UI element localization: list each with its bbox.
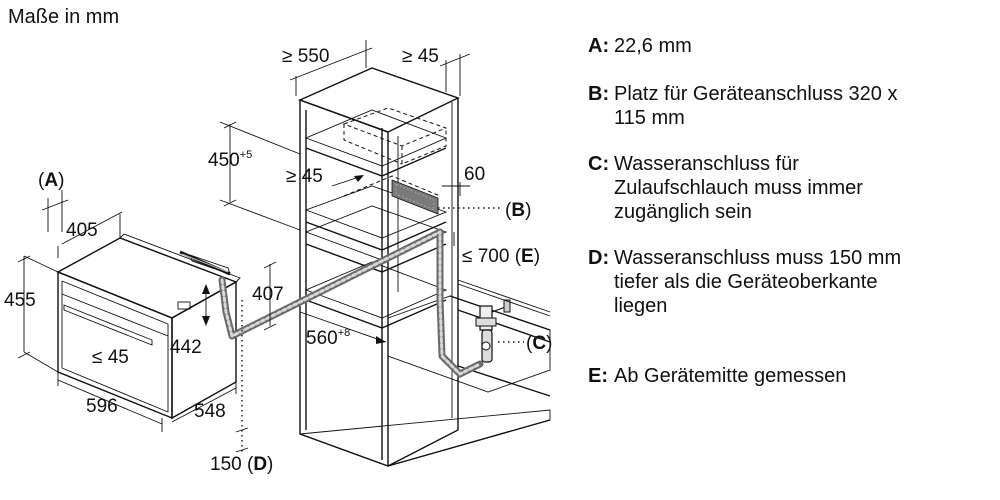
dim-cabinet-rear-gap: ≥ 45 (402, 46, 439, 67)
dim-marker-b: (B) (505, 200, 531, 221)
dim-center-distance: ≤ 700 (E) (462, 246, 540, 267)
dim-oven-inner-height: 442 (170, 337, 202, 358)
dim-cabinet-depth: ≥ 550 (282, 46, 329, 67)
dim-oven-height: 455 (4, 290, 36, 311)
legend-entry: E: Ab Gerätemitte gemessen (588, 364, 988, 388)
dim-below-edge: 150 (D) (210, 454, 273, 475)
dim-oven-body-depth: 548 (194, 401, 226, 422)
oven-appliance (56, 233, 241, 420)
dim-shelf-gap: ≥ 45 (286, 166, 323, 187)
legend-key (588, 270, 614, 294)
dim-marker-c: (C) (526, 333, 552, 354)
legend-text: Platz für Geräteanschluss 320 x (614, 83, 898, 105)
legend-key (588, 294, 614, 318)
dim-lower-zone: 560+8 (306, 327, 350, 349)
legend-key (588, 106, 614, 130)
tall-cabinet (298, 67, 551, 467)
legend-key (588, 200, 614, 224)
diagram-title: Maße in mm (8, 6, 120, 28)
legend-text: liegen (614, 295, 668, 317)
legend-text: Wasseranschluss muss 150 mm (614, 247, 902, 269)
dim-upper-zone: 450+5 (208, 149, 252, 171)
legend-text: Ab Gerätemitte gemessen (614, 365, 847, 387)
dim-marker-a: (A) (38, 170, 64, 191)
legend-key: D: (588, 247, 610, 269)
dim-oven-width: 596 (86, 396, 118, 417)
legend-text: Wasseranschluss für (614, 153, 799, 175)
legend-key: A: (588, 35, 610, 57)
legend-text: tiefer als die Geräteoberkante (614, 271, 878, 293)
dim-connection-offset: 60 (464, 164, 485, 185)
legend-entry: A:22,6 mm (588, 34, 988, 58)
dim-oven-depth: 405 (66, 220, 98, 241)
water-hose (179, 228, 484, 378)
dimension-lines (17, 40, 551, 453)
water-valve (475, 299, 511, 363)
dim-front-gap: ≤ 45 (92, 347, 129, 368)
legend-text: Zulaufschlauch muss immer (614, 177, 863, 199)
legend-text: 22,6 mm (614, 35, 692, 57)
legend-key: E: (588, 365, 608, 387)
dim-connection-height: 407 (252, 284, 284, 305)
legend-key: C: (588, 153, 610, 175)
legend-text: 115 mm (614, 107, 685, 129)
legend-key (588, 176, 614, 200)
legend-key: B: (588, 83, 610, 105)
legend-text: zugänglich sein (614, 201, 752, 223)
